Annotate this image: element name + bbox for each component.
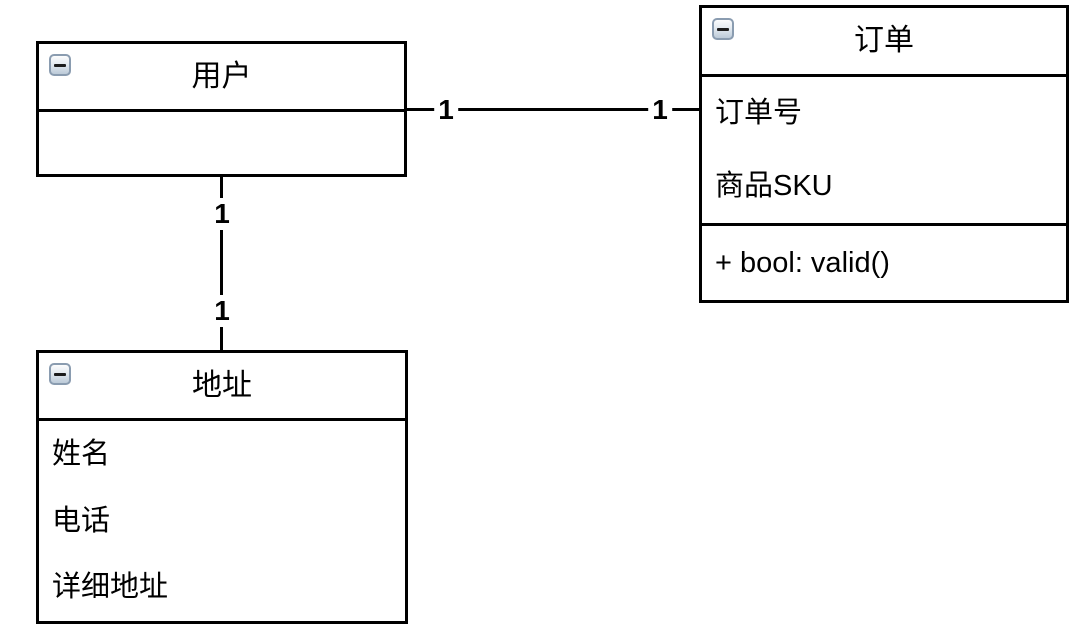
attribute-row: 姓名: [52, 437, 111, 470]
collapse-minus-icon[interactable]: [49, 54, 71, 76]
class-box-order[interactable]: 订单 订单号 商品SKU + bool: valid(): [699, 5, 1069, 303]
minus-bar: [717, 27, 729, 31]
method-row: + bool: valid(): [715, 246, 890, 279]
collapse-minus-icon[interactable]: [712, 18, 734, 40]
class-header-order: 订单: [702, 8, 1066, 74]
association-user-address-line[interactable]: [220, 177, 223, 350]
class-box-address[interactable]: 地址 姓名 电话 详细地址: [36, 350, 408, 624]
attributes-section-address: 姓名 电话 详细地址: [39, 418, 405, 621]
methods-section-order: + bool: valid(): [702, 223, 1066, 300]
class-box-user[interactable]: 用户: [36, 41, 407, 177]
attribute-row: 订单号: [715, 97, 803, 129]
attribute-row: 电话: [52, 504, 111, 537]
collapse-minus-icon[interactable]: [49, 363, 71, 385]
class-header-address: 地址: [39, 353, 405, 418]
attributes-section-user-empty: [39, 109, 404, 174]
multiplicity-label-user-side: 1: [210, 198, 234, 230]
class-title-order: 订单: [854, 24, 914, 57]
class-title-user: 用户: [191, 59, 252, 93]
multiplicity-label-order-side: 1: [648, 94, 672, 126]
attribute-row: 详细地址: [52, 571, 169, 604]
attributes-section-order: 订单号 商品SKU: [702, 74, 1066, 223]
attribute-row: 商品SKU: [715, 170, 833, 202]
class-header-user: 用户: [39, 44, 404, 109]
multiplicity-label-address-side: 1: [210, 295, 234, 327]
multiplicity-label-user-side: 1: [434, 94, 458, 126]
minus-bar: [54, 372, 66, 376]
class-title-address: 地址: [192, 368, 252, 402]
minus-bar: [54, 63, 66, 67]
association-user-order-line[interactable]: [407, 108, 699, 111]
